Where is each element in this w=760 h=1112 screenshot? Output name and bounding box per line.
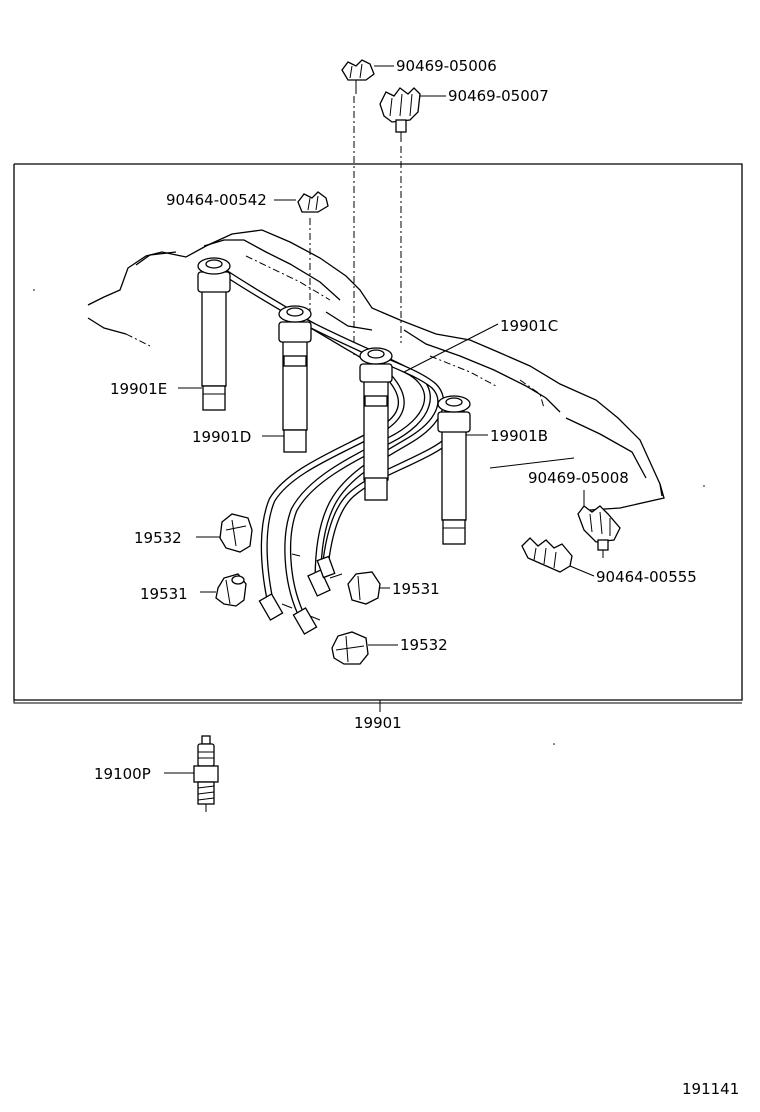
cord-19901E-boot [197, 257, 231, 411]
boot-19532-right-icon [331, 631, 369, 665]
label-90469-05006: 90469-05006 [396, 57, 497, 75]
boot-19532-left-icon [219, 513, 253, 553]
label-19532-left: 19532 [134, 529, 182, 547]
spark-plug-icon [193, 735, 219, 812]
label-19100P: 19100P [94, 765, 151, 783]
label-19901: 19901 [354, 714, 402, 732]
label-19531-left: 19531 [140, 585, 188, 603]
clamp-90464-00555-icon [521, 537, 573, 573]
label-19532-right: 19532 [400, 636, 448, 654]
clamp-90469-05008-icon [577, 505, 621, 558]
boot-19531-right-icon [347, 571, 381, 605]
cord-19901B-boot [437, 395, 471, 545]
label-19901B: 19901B [490, 427, 548, 445]
label-90469-05008: 90469-05008 [528, 469, 629, 487]
label-90464-00555: 90464-00555 [596, 568, 697, 586]
label-19901E: 19901E [110, 380, 167, 398]
engine-head-outline [87, 229, 665, 511]
clamp-90469-05006-icon [341, 59, 375, 94]
cord-terminals [258, 553, 343, 635]
label-19901C: 19901C [500, 317, 558, 335]
cord-19901D-boot [278, 305, 312, 453]
label-90464-00542: 90464-00542 [166, 191, 267, 209]
label-19901D: 19901D [192, 428, 251, 446]
figure-number: 191141 [682, 1080, 739, 1098]
clamp-90464-00542-icon [297, 191, 329, 213]
clamp-90469-05007-icon [379, 87, 421, 142]
ignition-cords [214, 264, 466, 616]
boot-19531-left-icon [215, 573, 247, 607]
assembly-frame [13, 163, 743, 701]
label-19531-right: 19531 [392, 580, 440, 598]
label-90469-05007: 90469-05007 [448, 87, 549, 105]
cord-19901C-boot [359, 347, 393, 501]
